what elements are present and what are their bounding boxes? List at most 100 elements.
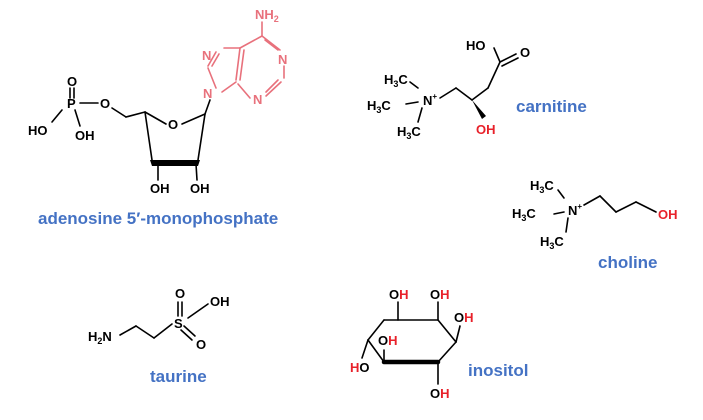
amp-o-ring-label: O [168, 117, 178, 132]
amp-oh2-label: OH [190, 181, 210, 196]
carnitine-o-label: O [520, 45, 530, 60]
choline-ch3-bottom: H3C [540, 234, 564, 251]
o-ring-c1-bond [181, 113, 206, 125]
o-c5-bond [111, 107, 127, 118]
n7-label: N [202, 48, 211, 63]
inositol-oh-3: OH [454, 310, 474, 325]
n-ch3-bottom-bond [565, 217, 569, 233]
c5-c4-bond [235, 47, 241, 81]
carnitine-ch3-bottom: H3C [397, 124, 421, 141]
inositol-caption: inositol [468, 361, 528, 380]
adenine-base: NH2 N N N N [202, 7, 287, 107]
c1-c2-bond [135, 325, 155, 339]
c6-n1-bond-a [261, 35, 281, 51]
n-ch3-top-bond [557, 189, 565, 199]
c2-n3-bond [265, 81, 282, 97]
carnitine-ho-label: HO [466, 38, 486, 53]
n-ch3-left-bond [405, 101, 419, 105]
n-ch3-bottom-bond [417, 107, 423, 123]
oh-bond-3 [455, 325, 461, 343]
c5-c6-bond [239, 35, 263, 49]
amp-o-double-label: O [67, 74, 77, 89]
ch2-c-bond [455, 87, 473, 101]
carnitine-caption: carnitine [516, 97, 587, 116]
carnitine-ch3-top: H3C [384, 72, 408, 89]
choline-n-label: N+ [568, 202, 582, 218]
carnitine-ch3-left: H3C [367, 98, 391, 115]
ring-bond-6 [367, 339, 385, 363]
amp-caption: adenosine 5′-monophosphate [38, 209, 278, 228]
c1-c2-bond [599, 195, 617, 213]
c-o-double-b [501, 57, 519, 67]
p-ho-bond [51, 109, 63, 123]
s-o-bottom-a [183, 325, 196, 337]
carnitine-oh-label: OH [476, 122, 496, 137]
taurine-structure: H2N S O O OH [88, 286, 230, 352]
ring-bond-3 [437, 319, 457, 343]
taurine-o-bottom-label: O [196, 337, 206, 352]
c-ho-bond [493, 47, 501, 63]
c2-c3-bond [615, 201, 637, 213]
carnitine-wedge [472, 100, 486, 119]
c2-n3-bond-double [265, 79, 279, 93]
c4-c3-bond [144, 111, 153, 161]
c1-n9-bond [204, 99, 211, 115]
n9-c8-bond [207, 67, 217, 89]
taurine-oh-label: OH [210, 294, 230, 309]
n3-c4-bond [237, 83, 251, 99]
inositol-ho-6: HO [350, 360, 370, 375]
n-ch3-top-bond [409, 81, 419, 89]
amp-o-bridge-label: O [100, 96, 110, 111]
c5-c4-bond-double [239, 49, 245, 81]
c3-oh-bond [635, 201, 657, 213]
oh-bond-6 [361, 339, 369, 359]
ring-bond-4 [437, 341, 457, 363]
c8-n7-bond-a [207, 51, 217, 67]
amp-oh3-label: OH [150, 181, 170, 196]
c6-n1-bond-b [264, 39, 279, 51]
choline-oh-label: OH [658, 207, 678, 222]
n-ch3-left-bond [553, 211, 565, 215]
amp-oh-p-label: OH [75, 128, 95, 143]
p-oh-bond [74, 109, 81, 127]
c1-c2-bond [197, 113, 206, 161]
choline-ch3-left: H3C [512, 206, 536, 223]
n3-label: N [253, 92, 262, 107]
choline-ch3-top: H3C [530, 178, 554, 195]
nh2-label: NH2 [255, 7, 279, 24]
inositol-structure: OH OH OH OH OH HO [350, 287, 474, 401]
c2-oh-bond [195, 163, 198, 181]
inositol-oh-1: OH [389, 287, 409, 302]
c5-c4-bond [125, 111, 146, 118]
taurine-h2n-label: H2N [88, 329, 112, 346]
inositol-oh-4: OH [430, 386, 450, 401]
choline-caption: choline [598, 253, 658, 272]
ring-bond-1 [367, 319, 385, 341]
s-o-bottom-b [180, 329, 193, 341]
ch2b-cooh-bond [487, 61, 501, 89]
inositol-oh-2: OH [430, 287, 450, 302]
ribose-wedge-bond [150, 160, 200, 166]
taurine-o-top-label: O [175, 286, 185, 301]
amp-ho-label: HO [28, 123, 48, 138]
c-ch2b-bond [471, 87, 489, 101]
taurine-s-label: S [174, 316, 183, 331]
c-o-double-a [499, 53, 517, 63]
n-c1-bond [583, 195, 601, 206]
choline-structure: OH N+ H3C H3C H3C [512, 178, 678, 251]
c8-n7-bond-b [211, 53, 220, 67]
amp-structure: NH2 N N N N O P O HO OH O OH OH [28, 7, 287, 196]
taurine-caption: taurine [150, 367, 207, 386]
n1-label: N [278, 52, 287, 67]
s-oh-bond [187, 303, 209, 319]
c4-o-ring-bond [144, 111, 167, 125]
c4-n9-bond [221, 81, 237, 93]
c2-s-bond [153, 323, 173, 339]
carnitine-structure: HO O OH N+ H3C H3C H3C [367, 38, 530, 141]
amp-p-label: P [67, 96, 76, 111]
carnitine-n-label: N+ [423, 92, 437, 108]
n-ch2-bond [439, 87, 457, 99]
n9-label: N [203, 86, 212, 101]
